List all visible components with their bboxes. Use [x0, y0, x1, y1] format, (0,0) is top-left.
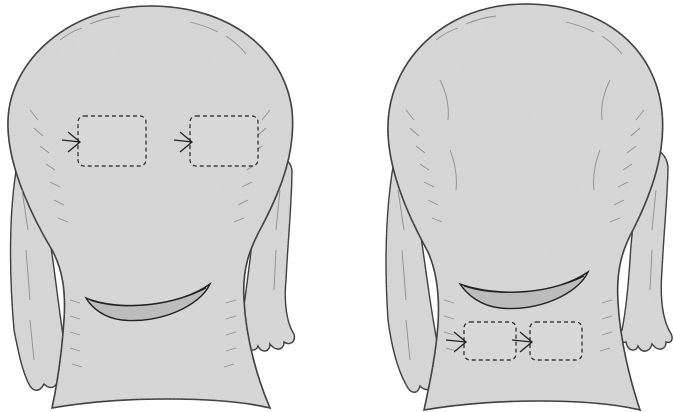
left-panel	[8, 6, 294, 408]
right-panel-pocket-2	[530, 322, 582, 360]
left-panel-pocket-2	[190, 116, 258, 166]
left-panel-pocket-1	[78, 116, 146, 166]
right-panel	[386, 4, 672, 410]
right-panel-pocket-1	[464, 322, 516, 360]
